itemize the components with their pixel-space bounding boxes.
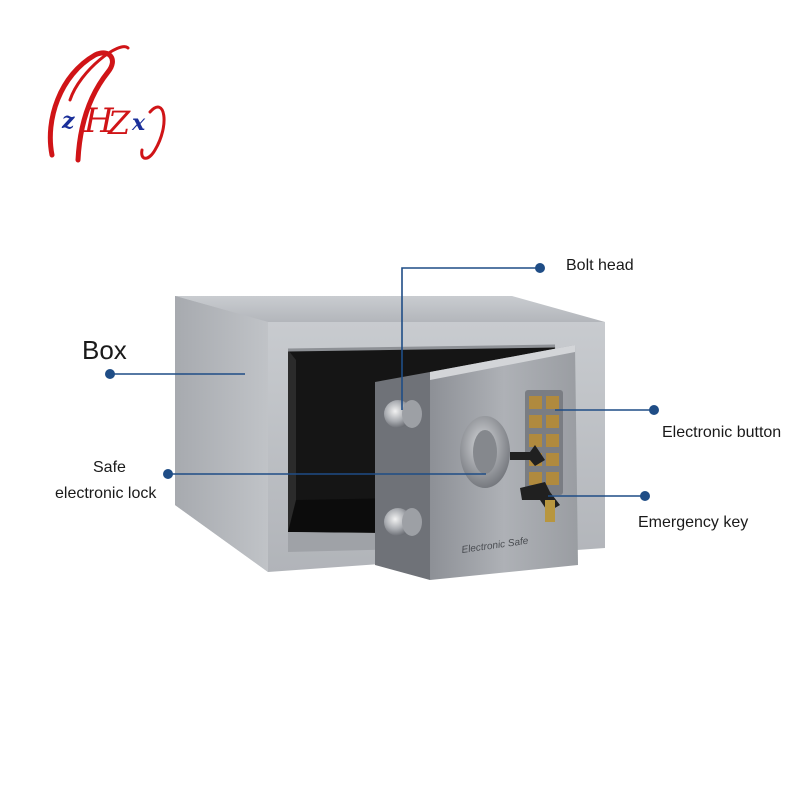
svg-text:x: x xyxy=(131,110,146,136)
svg-text:Z: Z xyxy=(107,104,131,142)
safe-lock-label-line1: Safe xyxy=(93,459,126,476)
bolt-head-label: Bolt head xyxy=(566,257,634,274)
safe-lock-label-line2: electronic lock xyxy=(55,485,157,502)
svg-text:z: z xyxy=(61,108,75,134)
emergency-key-label: Emergency key xyxy=(638,514,749,531)
bolt-heads xyxy=(384,400,422,536)
brand-logo: z H Z x xyxy=(47,45,166,163)
safe-door: Electronic Safe xyxy=(375,345,578,580)
electronic-button-label: Electronic button xyxy=(662,424,782,441)
box-label: Box xyxy=(82,335,127,365)
svg-text:H: H xyxy=(83,101,115,141)
callout-lines xyxy=(105,263,659,501)
